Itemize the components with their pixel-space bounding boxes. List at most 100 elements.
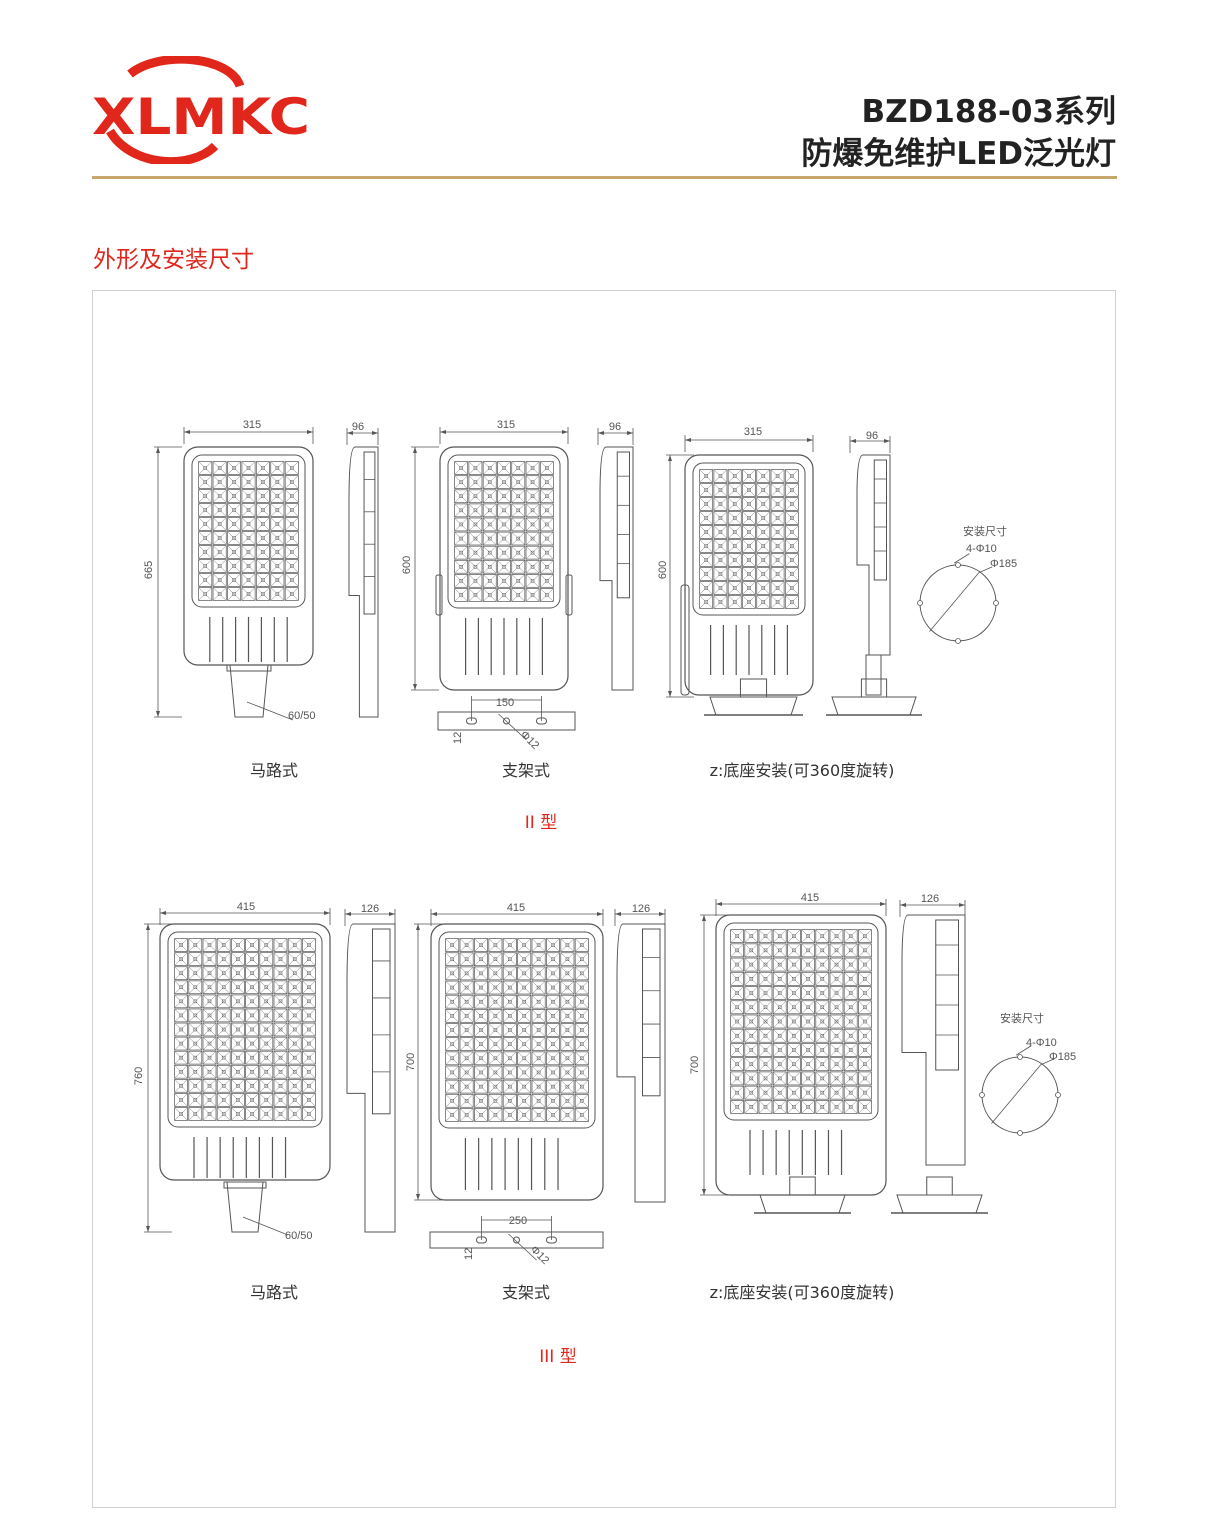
dim-depth: 126 (361, 903, 379, 915)
led-cell (212, 587, 227, 601)
led-lens (787, 929, 801, 943)
led-lens (302, 981, 316, 994)
led-chip (217, 578, 222, 582)
led-chip (735, 991, 739, 995)
led-chip (278, 1098, 283, 1102)
led-chip (250, 999, 254, 1004)
led-cell (502, 1108, 517, 1122)
led-chip (207, 999, 212, 1004)
led-cell (255, 545, 270, 559)
led-cell (231, 1008, 245, 1023)
led-cell (259, 938, 274, 952)
led-cell (227, 531, 242, 545)
led-cell (188, 1093, 203, 1107)
led-chip (704, 488, 708, 492)
led-cell (255, 503, 270, 517)
led-cell (259, 1079, 274, 1093)
led-lens (773, 1072, 786, 1085)
led-cell (730, 943, 744, 958)
led-chip (473, 494, 478, 498)
led-lens (742, 497, 756, 511)
led-chip (459, 579, 463, 583)
led-cell (488, 1023, 503, 1037)
led-chip (250, 1041, 254, 1046)
led-lens (242, 573, 255, 587)
led-lens (256, 559, 270, 573)
led-cell (497, 588, 511, 602)
led-chip (848, 991, 853, 995)
dim-pole: 60/50 (288, 710, 316, 722)
dim-hole-dia: Φ12 (528, 1244, 551, 1267)
led-lens (489, 938, 502, 952)
mounting-hole (1017, 1130, 1023, 1136)
led-lens (260, 938, 273, 952)
led-cell (255, 461, 270, 475)
led-cell (302, 952, 316, 966)
led-lens (512, 560, 525, 573)
led-cell (212, 545, 227, 559)
led-cell (744, 1014, 759, 1029)
led-lens (483, 574, 496, 588)
led-chip (290, 494, 294, 498)
dim-depth: 96 (352, 421, 364, 433)
led-chip (848, 962, 853, 967)
led-chip (565, 1099, 570, 1103)
led-chip (250, 1084, 254, 1088)
led-cell (284, 587, 299, 601)
led-lens (546, 1080, 560, 1093)
led-cell (801, 1100, 815, 1114)
led-lens (483, 475, 496, 489)
led-cell (784, 469, 799, 483)
led-lens (759, 986, 772, 1000)
led-cell (713, 469, 728, 483)
led-cell (787, 1014, 801, 1029)
led-chip (275, 592, 280, 596)
led-chip (464, 999, 469, 1004)
led-chip (536, 1014, 541, 1018)
led-lens (288, 1009, 301, 1022)
led-chip (848, 1033, 853, 1038)
led-lens (757, 525, 770, 539)
led-lens (242, 587, 255, 601)
led-chip (250, 1027, 254, 1032)
led-cell (482, 461, 497, 475)
dim-hole-dia: Φ12 (518, 729, 541, 752)
led-lens (785, 539, 799, 553)
led-lens (454, 518, 468, 531)
led-chip (580, 999, 584, 1004)
led-cell (270, 545, 285, 559)
led-cell (829, 1014, 844, 1029)
led-chip (735, 1076, 739, 1081)
led-cell (858, 957, 872, 972)
led-lens (271, 559, 284, 573)
led-chip (775, 502, 780, 506)
led-chip (718, 488, 723, 492)
led-lens (503, 1094, 517, 1107)
led-cell (843, 929, 858, 943)
led-lens (785, 567, 799, 581)
led-lens (271, 573, 284, 587)
led-chip (221, 957, 226, 961)
led-cell (270, 559, 285, 573)
led-chip (261, 592, 265, 596)
led-chip (193, 1098, 198, 1102)
led-cell (468, 559, 483, 574)
led-lens (302, 938, 316, 952)
led-lens (227, 503, 241, 517)
led-chip (278, 1055, 283, 1060)
led-chip (747, 474, 751, 478)
led-chip (522, 1056, 526, 1061)
led-lens (771, 553, 784, 567)
led-chip (221, 1098, 226, 1102)
led-lens (773, 1015, 786, 1028)
led-cell (801, 929, 815, 943)
led-lens (730, 972, 744, 986)
led-cell (502, 938, 517, 952)
led-cell (517, 1051, 532, 1066)
led-lens (469, 588, 482, 602)
led-chip (580, 1084, 584, 1089)
led-cell (474, 1009, 488, 1023)
led-cell (198, 475, 213, 489)
led-lens (256, 545, 270, 559)
led-cell (560, 966, 575, 981)
